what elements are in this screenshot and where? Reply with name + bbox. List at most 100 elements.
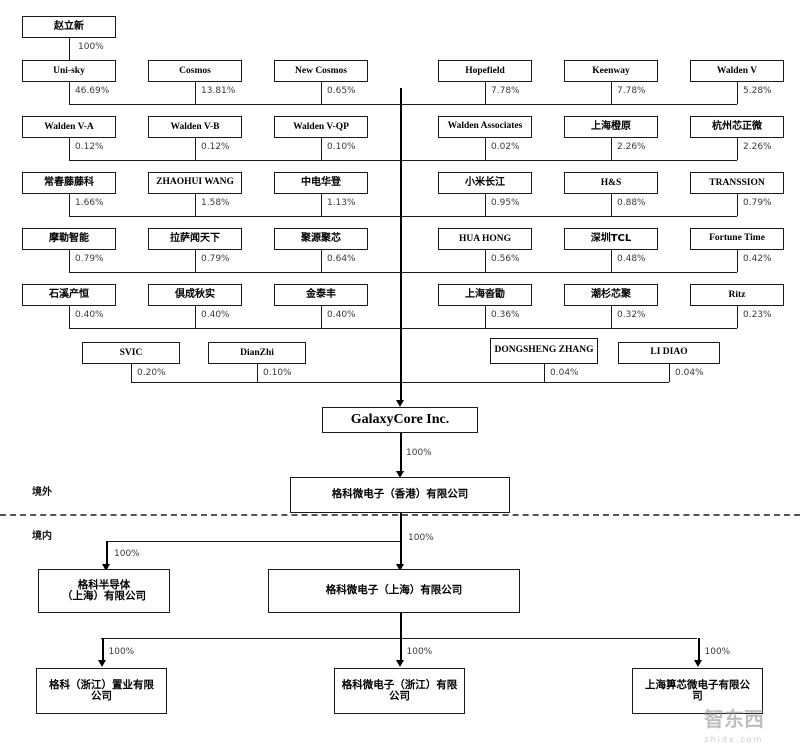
pct-shareholder: 0.95% [491,198,520,208]
box-shareholder[interactable]: Fortune Time [690,228,784,250]
connector-shareholder-drop [669,364,670,382]
box-label: SVIC [119,347,143,358]
box-galaxycore-shanghai[interactable]: 格科微电子（上海）有限公司 [268,569,520,613]
box-label: Cosmos [179,65,211,76]
connector-shareholder-drop [321,306,322,328]
connector-shareholder-drop [69,306,70,328]
box-root-shareholder[interactable]: 赵立新 [22,16,116,38]
box-shareholder[interactable]: 杭州芯正微 [690,116,784,138]
box-shareholder[interactable]: Cosmos [148,60,242,82]
box-shareholder[interactable]: 倶成秋实 [148,284,242,306]
connector-shareholder-drop [195,194,196,216]
box-shareholder[interactable]: Walden Associates [438,116,532,138]
box-shareholder[interactable]: Hopefield [438,60,532,82]
box-hongkong-subsidiary[interactable]: 格科微电子（香港）有限公司 [290,477,510,513]
box-shareholder[interactable]: 石溪产恒 [22,284,116,306]
box-shareholder[interactable]: DONGSHENG ZHANG [490,338,598,364]
pct-shareholder: 0.32% [617,310,646,320]
connector-hk-down [400,513,402,543]
box-shareholder[interactable]: 聚源聚芯 [274,228,368,250]
box-label: Walden V-QP [293,121,349,132]
arrowhead-to-hk [396,471,404,478]
pct-shareholder: 0.65% [327,86,356,96]
box-label: LI DIAO [650,347,688,358]
pct-shareholder: 0.48% [617,254,646,264]
pct-hk-to-semiconductor: 100% [114,549,140,559]
pct-shareholder: 7.78% [617,86,646,96]
box-shareholder[interactable]: 上海沓勖 [438,284,532,306]
connector-leaf-bus [101,638,697,639]
pct-shareholder: 0.79% [75,254,104,264]
box-shareholder[interactable]: 小米长江 [438,172,532,194]
watermark-subtext: zhidx.com [705,735,764,744]
box-shareholder[interactable]: Ritz [690,284,784,306]
box-shareholder[interactable]: HUA HONG [438,228,532,250]
box-shareholder[interactable]: SVIC [82,342,180,364]
box-label: 格科（浙江）置业有限 公司 [49,678,154,702]
box-shareholder[interactable]: 常春藤藤科 [22,172,116,194]
pct-hk-to-sh: 100% [408,533,434,543]
box-shareholder[interactable]: New Cosmos [274,60,368,82]
connector-shareholder-drop [195,250,196,272]
box-shareholder[interactable]: Walden V [690,60,784,82]
box-shareholder[interactable]: DianZhi [208,342,306,364]
box-shareholder[interactable]: 潮杉芯聚 [564,284,658,306]
box-label: DONGSHENG ZHANG [494,345,594,356]
connector-shareholder-drop [321,82,322,104]
connector-shareholder-drop [611,138,612,160]
pct-shareholder: 0.04% [675,368,704,378]
pct-shareholder: 2.26% [617,142,646,152]
connector-shareholder-drop [485,138,486,160]
box-label: Fortune Time [709,233,765,244]
connector-leaf-drop [101,638,104,661]
pct-shareholder: 0.88% [617,198,646,208]
box-shareholder[interactable]: ZHAOHUI WANG [148,172,242,194]
box-label: Hopefield [465,65,505,76]
box-shareholder[interactable]: 深圳TCL [564,228,658,250]
connector-shareholder-drop [131,364,132,382]
pct-shareholder: 1.13% [327,198,356,208]
box-shareholder[interactable]: TRANSSION [690,172,784,194]
box-shareholder[interactable]: Uni-sky [22,60,116,82]
box-label: 中电华登 [301,177,341,189]
box-shareholder[interactable]: Walden V-QP [274,116,368,138]
box-shareholder[interactable]: 拉萨闻天下 [148,228,242,250]
box-shareholder[interactable]: 摩勒智能 [22,228,116,250]
box-leaf-company[interactable]: 格科（浙江）置业有限 公司 [36,668,167,714]
box-geke-semiconductor-shanghai[interactable]: 格科半导体 （上海）有限公司 [38,569,170,613]
pct-shareholder: 0.56% [491,254,520,264]
box-shareholder[interactable]: 中电华登 [274,172,368,194]
box-shareholder[interactable]: 金泰丰 [274,284,368,306]
connector-shareholder-drop [737,306,738,328]
box-shareholder[interactable]: LI DIAO [618,342,720,364]
box-galaxycore[interactable]: GalaxyCore Inc. [322,407,478,433]
pct-to-leaf: 100% [108,647,135,657]
box-label: 摩勒智能 [49,233,89,245]
box-shareholder[interactable]: Walden V-B [148,116,242,138]
connector-shareholder-drop [485,250,486,272]
box-label: GalaxyCore Inc. [350,412,450,428]
box-shareholder[interactable]: Walden V-A [22,116,116,138]
box-leaf-company[interactable]: 格科微电子（浙江）有限 公司 [334,668,465,714]
connector-shareholder-drop [69,82,70,104]
box-shareholder[interactable]: H&S [564,172,658,194]
connector-row-bus [69,328,737,329]
connector-leaf-drop [399,638,402,661]
pct-shareholder: 0.10% [263,368,292,378]
connector-shareholder-drop [737,138,738,160]
box-label: DianZhi [240,347,274,358]
connector-shareholder-drop [195,138,196,160]
box-label: 格科微电子（浙江）有限 公司 [341,678,458,702]
box-label: Ritz [728,289,746,300]
box-shareholder[interactable]: 上海橙原 [564,116,658,138]
pct-shareholder: 13.81% [201,86,236,96]
pct-galaxycore-to-hk: 100% [406,448,432,458]
pct-shareholder: 0.12% [75,142,104,152]
pct-shareholder: 1.66% [75,198,104,208]
connector-shareholder-drop [321,250,322,272]
pct-shareholder: 7.78% [491,86,520,96]
box-shareholder[interactable]: Keenway [564,60,658,82]
box-label: 小米长江 [465,177,505,189]
box-leaf-company[interactable]: 上海箅芯微电子有限公 司 [632,668,763,714]
